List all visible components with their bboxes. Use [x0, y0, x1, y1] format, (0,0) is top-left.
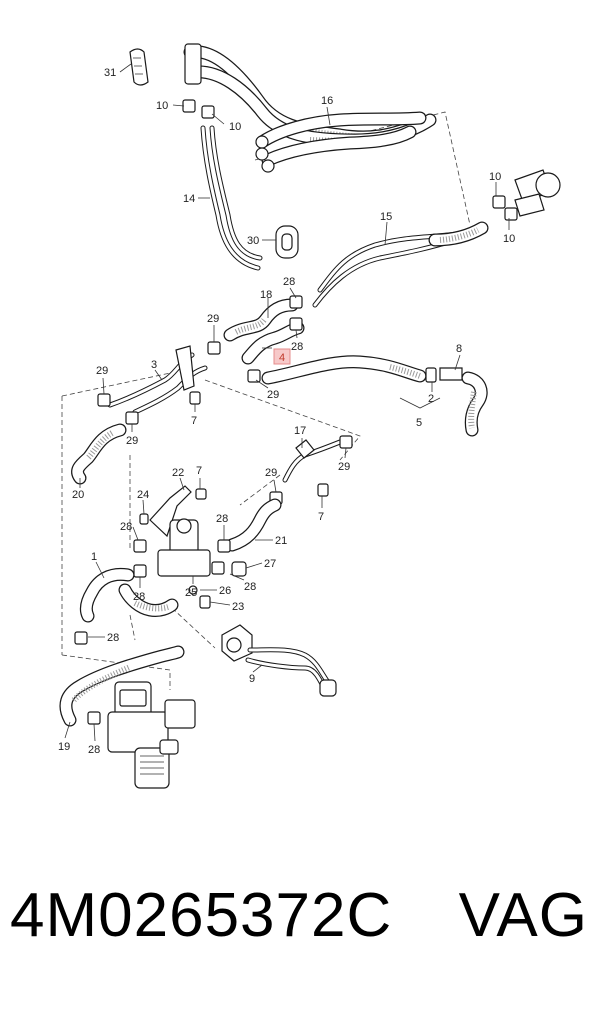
part-15-pipes: [312, 221, 489, 308]
callout-29: 29: [265, 467, 277, 479]
callout-5: 5: [416, 417, 422, 429]
part-19-hose: [59, 645, 185, 727]
callout-28: 28: [291, 341, 303, 353]
part-4-hose: [261, 355, 427, 385]
callout-29: 29: [96, 365, 108, 377]
callout-28: 28: [244, 581, 256, 593]
callout-28: 28: [283, 276, 295, 288]
part-20-hose: [71, 423, 127, 485]
callout-28: 28: [133, 591, 145, 603]
part-9-pipe: [221, 624, 337, 697]
callout-20: 20: [72, 489, 84, 501]
callout-22: 22: [172, 467, 184, 479]
callout-28: 28: [216, 513, 228, 525]
part-10-right-connectors: [492, 169, 561, 221]
callout-7: 7: [191, 415, 197, 427]
callout-labels: 31 10 10 16 14 10 10 15 30 28 18 29 28 4…: [58, 67, 515, 756]
callout-25: 25: [185, 587, 197, 599]
callout-28: 28: [107, 632, 119, 644]
callout-31: 31: [104, 67, 116, 79]
part-31-clip: [129, 48, 149, 86]
callout-9: 9: [249, 673, 255, 685]
part-16-hose-assembly: [183, 43, 437, 173]
part-30-grommet: [275, 225, 299, 259]
callout-16: 16: [321, 95, 333, 107]
highlighted-callout-4: 4: [273, 348, 291, 365]
callout-4: 4: [279, 352, 285, 364]
callout-27: 27: [264, 558, 276, 570]
callout-26: 26: [219, 585, 231, 597]
callout-29: 29: [207, 313, 219, 325]
callout-28: 28: [120, 521, 132, 533]
part-8-elbow-hose: [439, 367, 488, 437]
exploded-parts-diagram: 31 10 10 16 14 10 10 15 30 28 18 29 28 4…: [58, 43, 561, 789]
callout-23: 23: [232, 601, 244, 613]
part-10-nuts-upper: [182, 99, 215, 119]
part-1-hose: [79, 567, 179, 623]
callout-2: 2: [428, 393, 434, 405]
callout-29: 29: [126, 435, 138, 447]
brand-name: VAG: [458, 881, 588, 950]
callout-10: 10: [156, 100, 168, 112]
heater-pump-unit: [74, 631, 196, 789]
leader-lines: [64, 63, 510, 742]
callout-15: 15: [380, 211, 392, 223]
callout-28: 28: [88, 744, 100, 756]
part-3-pipe: [97, 345, 208, 425]
callout-1: 1: [91, 551, 97, 563]
part-number: 4M0265372C: [10, 881, 393, 950]
callout-10: 10: [503, 233, 515, 245]
callout-19: 19: [58, 741, 70, 753]
callout-30: 30: [247, 235, 259, 247]
callout-3: 3: [151, 359, 157, 371]
part-21-hose: [225, 498, 282, 552]
callout-29: 29: [338, 461, 350, 473]
callout-10: 10: [489, 171, 501, 183]
callout-21: 21: [275, 535, 287, 547]
callout-7: 7: [318, 511, 324, 523]
part-18-hose: [207, 295, 305, 383]
callout-10: 10: [229, 121, 241, 133]
part-14-pipe: [200, 125, 263, 271]
callout-24: 24: [137, 489, 149, 501]
callout-8: 8: [456, 343, 462, 355]
callout-7: 7: [196, 465, 202, 477]
part-footer: 4M0265372C VAG: [0, 880, 600, 990]
callout-18: 18: [260, 289, 272, 301]
callout-14: 14: [183, 193, 195, 205]
callout-17: 17: [294, 425, 306, 437]
part-25-valve-block: [133, 485, 247, 609]
dashed-group-lines: [61, 111, 471, 690]
part-2-clamp: [425, 367, 437, 383]
callout-29: 29: [267, 389, 279, 401]
